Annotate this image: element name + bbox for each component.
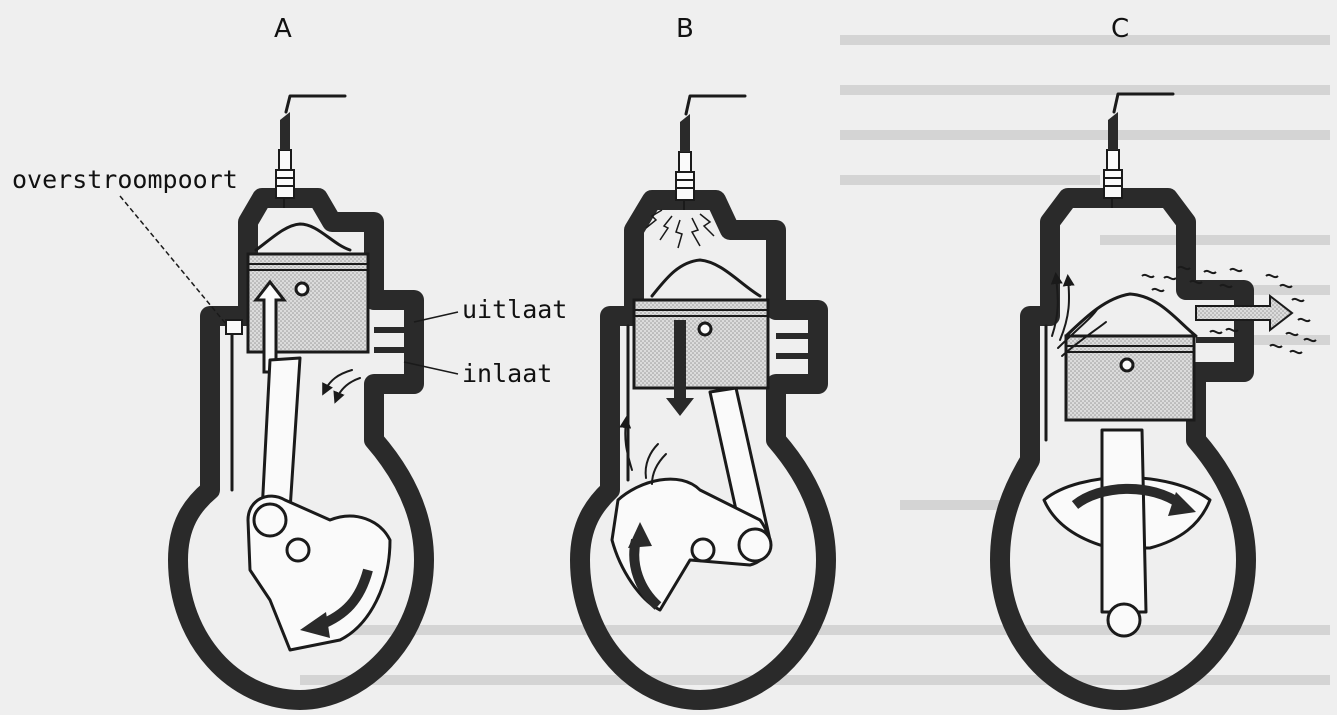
leader-intake bbox=[403, 361, 459, 375]
piston-pin-c bbox=[1119, 357, 1135, 373]
connecting-rod-a bbox=[260, 356, 302, 514]
transfer-port-a bbox=[225, 319, 243, 335]
crank-web-a bbox=[246, 494, 392, 652]
spark-icon bbox=[645, 209, 715, 249]
label-transfer-port: overstroompoort bbox=[12, 165, 238, 194]
arrow-icon bbox=[300, 612, 330, 638]
leader-transfer-port bbox=[119, 195, 227, 325]
connecting-rod-c bbox=[1100, 428, 1148, 614]
panel-b bbox=[570, 94, 836, 710]
combustion-dome-b bbox=[650, 258, 762, 298]
arrow-icon bbox=[628, 522, 652, 548]
panel-letter-a: A bbox=[274, 14, 292, 44]
panel-a bbox=[168, 94, 434, 710]
panel-letter-b: B bbox=[676, 14, 694, 44]
label-intake: inlaat bbox=[462, 359, 552, 388]
arrow-icon bbox=[666, 320, 694, 416]
leader-exhaust bbox=[413, 311, 459, 323]
crankshaft-c bbox=[1106, 602, 1142, 638]
crankshaft-b bbox=[690, 537, 716, 563]
piston-pin-a bbox=[294, 281, 310, 297]
piston-b bbox=[632, 298, 770, 390]
engine-body-c bbox=[990, 188, 1256, 710]
combustion-dome-a bbox=[254, 222, 352, 252]
label-exhaust: uitlaat bbox=[462, 295, 567, 324]
spark-plug-icon bbox=[1103, 92, 1175, 208]
panel-letter-c: C bbox=[1111, 14, 1129, 44]
arrow-icon bbox=[1195, 293, 1294, 333]
engine-body-a bbox=[168, 188, 434, 710]
panel-c bbox=[990, 92, 1317, 710]
spark-plug-icon bbox=[275, 94, 347, 208]
piston-c bbox=[1064, 334, 1196, 422]
crankshaft-a bbox=[285, 537, 311, 563]
exhaust-smoke-icon bbox=[1141, 265, 1317, 355]
spark-plug-icon bbox=[675, 94, 747, 210]
combustion-dome-c bbox=[1064, 292, 1198, 338]
engine-body-b bbox=[570, 190, 836, 710]
arrow-icon bbox=[1168, 492, 1196, 516]
piston-pin-b bbox=[697, 321, 713, 337]
